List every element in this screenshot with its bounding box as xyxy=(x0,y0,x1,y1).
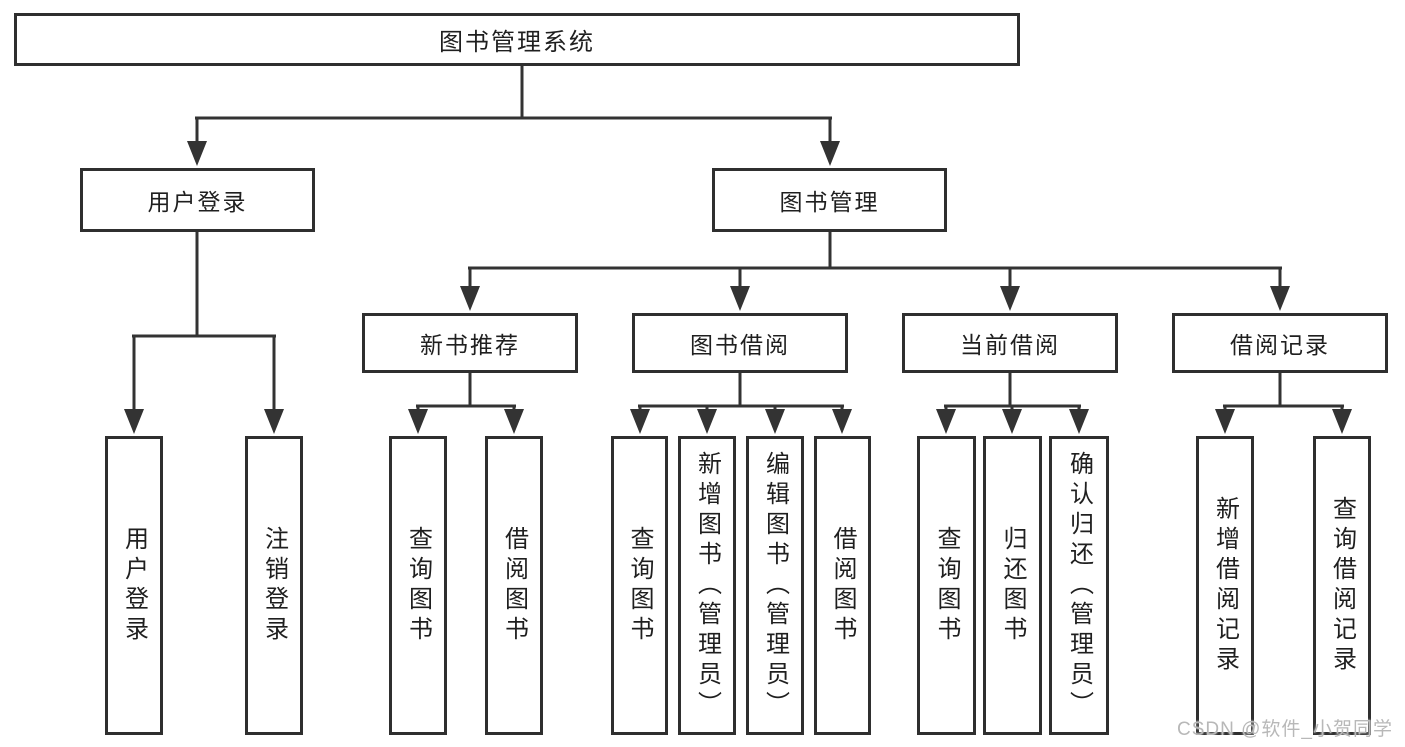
leaf-records-query-record: 查询借阅记录 xyxy=(1313,436,1371,735)
leaf-borrow-add-book-admin: 新增图书（管理员） xyxy=(678,436,736,735)
node-label: 新书推荐 xyxy=(420,332,520,358)
leaf-borrow-query-book: 查询图书 xyxy=(611,436,668,735)
node-label: 新增图书（管理员） xyxy=(693,450,721,721)
node-label: 新增借阅记录 xyxy=(1211,495,1239,676)
node-label: 注销登录 xyxy=(260,525,288,646)
node-borrowing-records: 借阅记录 xyxy=(1172,313,1388,373)
node-label: 用户登录 xyxy=(147,189,248,215)
node-label: 查询图书 xyxy=(404,525,432,646)
node-label: 借阅图书 xyxy=(500,525,528,646)
watermark-text: CSDN @软件_小贺同学 xyxy=(1177,719,1393,740)
node-label: 用户登录 xyxy=(120,525,148,646)
leaf-borrow-edit-book-admin: 编辑图书（管理员） xyxy=(746,436,804,735)
leaf-newbook-borrow-book: 借阅图书 xyxy=(485,436,543,735)
leaf-logout: 注销登录 xyxy=(245,436,303,735)
leaf-user-login: 用户登录 xyxy=(105,436,163,735)
leaf-current-confirm-return-admin: 确认归还（管理员） xyxy=(1049,436,1109,735)
node-label: 归还图书 xyxy=(999,525,1026,646)
node-label: 当前借阅 xyxy=(960,332,1060,358)
node-new-book-recommend: 新书推荐 xyxy=(362,313,578,373)
node-label: 确认归还（管理员） xyxy=(1065,450,1093,721)
leaf-newbook-query-book: 查询图书 xyxy=(389,436,447,735)
leaf-records-add-record: 新增借阅记录 xyxy=(1196,436,1254,735)
node-label: 查询图书 xyxy=(626,525,653,646)
leaf-borrow-borrow-book: 借阅图书 xyxy=(814,436,871,735)
node-book-management: 图书管理 xyxy=(712,168,947,232)
node-current-borrowing: 当前借阅 xyxy=(902,313,1118,373)
node-book-borrowing: 图书借阅 xyxy=(632,313,848,373)
node-label: 借阅图书 xyxy=(829,525,856,646)
leaf-current-return-book: 归还图书 xyxy=(983,436,1042,735)
node-label: 图书借阅 xyxy=(690,332,790,358)
node-label: 图书管理系统 xyxy=(439,29,595,56)
node-library-management-system: 图书管理系统 xyxy=(14,13,1020,66)
node-label: 借阅记录 xyxy=(1230,332,1330,358)
leaf-current-query-book: 查询图书 xyxy=(917,436,976,735)
node-label: 编辑图书（管理员） xyxy=(761,450,789,721)
node-label: 查询图书 xyxy=(933,525,960,646)
node-user-login: 用户登录 xyxy=(80,168,315,232)
node-label: 查询借阅记录 xyxy=(1328,495,1356,676)
node-label: 图书管理 xyxy=(779,189,880,215)
